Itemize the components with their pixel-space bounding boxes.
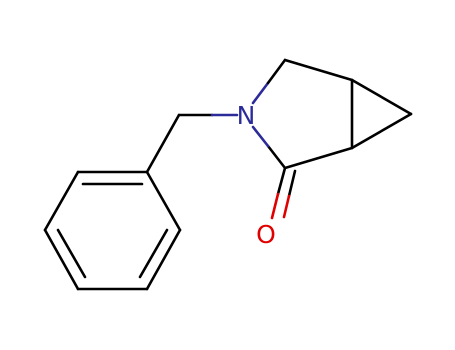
benzene-ring [43, 170, 182, 291]
benzyl-linker [145, 113, 239, 174]
ring-inner-bond-c [138, 228, 169, 279]
bond-n-to-c2 [266, 58, 287, 85]
carbonyl-bond-a-colored [270, 192, 280, 220]
bond-c4-to-n [266, 144, 287, 170]
ring-bond-5 [43, 170, 80, 232]
bond-c6-to-c5 [350, 112, 413, 150]
carbonyl-bond-b-colored [282, 194, 291, 219]
carbonyl-group [270, 166, 297, 220]
bond-ring-to-ch2 [145, 113, 181, 174]
ring-inner-bond-b [56, 228, 87, 279]
nitrogen-atom-label: N [237, 101, 256, 130]
cyclopropane-ring [350, 78, 413, 150]
bond-n-to-c2-colored [251, 81, 270, 105]
ring-bond-1 [145, 170, 182, 232]
bond-c5-to-c4 [283, 146, 354, 170]
ring-bond-4 [43, 228, 80, 291]
oxygen-atom-label: O [256, 220, 276, 249]
ring-bond-2 [145, 228, 182, 291]
bond-c1-to-c6 [350, 78, 413, 116]
carbonyl-bond-a [276, 166, 287, 196]
bond-c2-to-c1 [283, 58, 354, 82]
bond-c4-to-n-colored [251, 125, 270, 148]
carbonyl-bond-b [287, 169, 297, 198]
lactam-ring [251, 58, 354, 170]
